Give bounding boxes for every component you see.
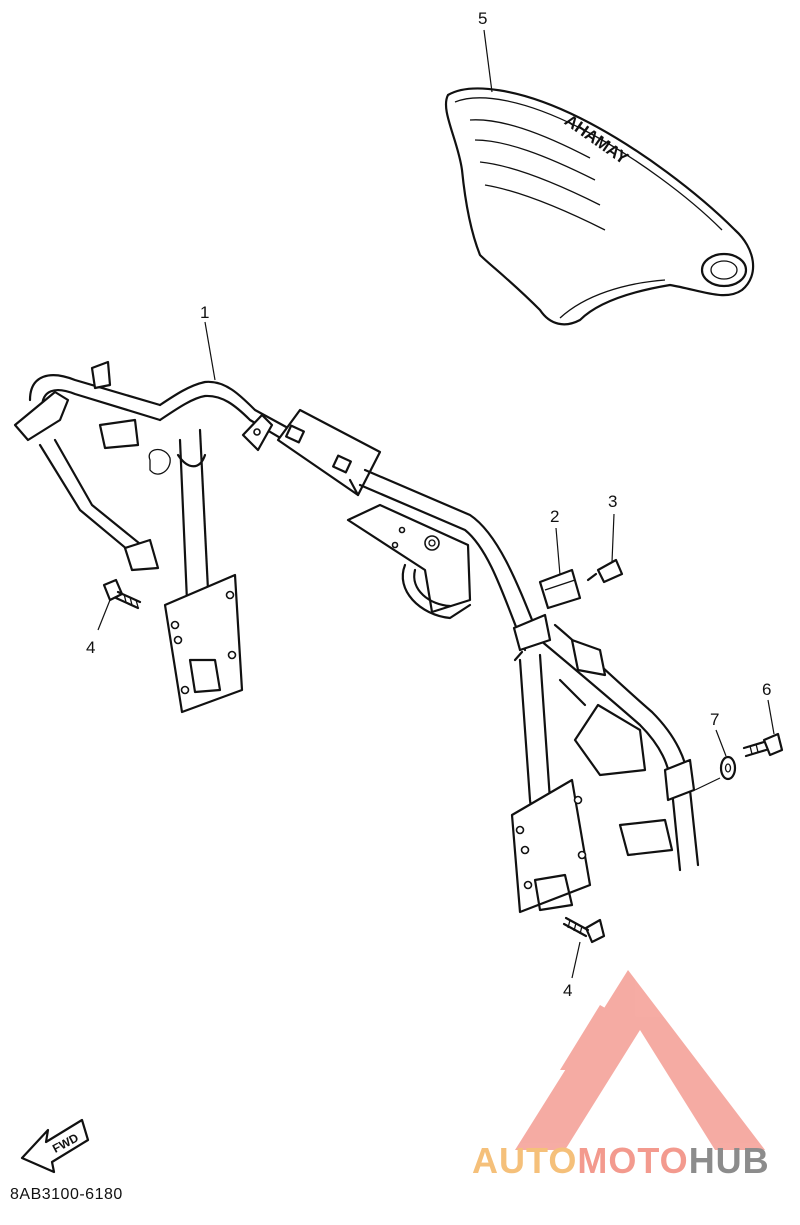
- washer: [719, 755, 737, 781]
- callout-4-left: 4: [86, 638, 95, 657]
- callout-5: 5: [478, 9, 487, 28]
- callout-4-bottom: 4: [563, 981, 572, 1000]
- callout-1: 1: [200, 303, 209, 322]
- callout-labels: 1 2 3 4 4 5 6 7: [86, 9, 771, 1000]
- diagram-code: 8AB3100-6180: [10, 1186, 123, 1203]
- watermark-auto: AUTO: [472, 1140, 578, 1181]
- watermark-hub: HUB: [688, 1140, 770, 1181]
- watermark-logo: [515, 970, 765, 1150]
- frame-assembly: [13, 360, 700, 914]
- callout-7: 7: [710, 710, 719, 729]
- bracket-part: [538, 568, 582, 610]
- watermark-moto: MOTO: [577, 1140, 689, 1181]
- fwd-arrow: FWD: [20, 1118, 90, 1174]
- bolt-left: [102, 578, 142, 610]
- watermark-text: AUTOMOTOHUB: [472, 1140, 770, 1182]
- bolt-right: [742, 732, 784, 758]
- callout-6: 6: [762, 680, 771, 699]
- screw-part: [586, 558, 624, 584]
- seat: YAMAHA: [444, 87, 755, 326]
- callout-3: 3: [608, 492, 617, 511]
- bolt-bottom: [562, 916, 606, 944]
- callout-2: 2: [550, 507, 559, 526]
- leader-lines: [97, 29, 775, 979]
